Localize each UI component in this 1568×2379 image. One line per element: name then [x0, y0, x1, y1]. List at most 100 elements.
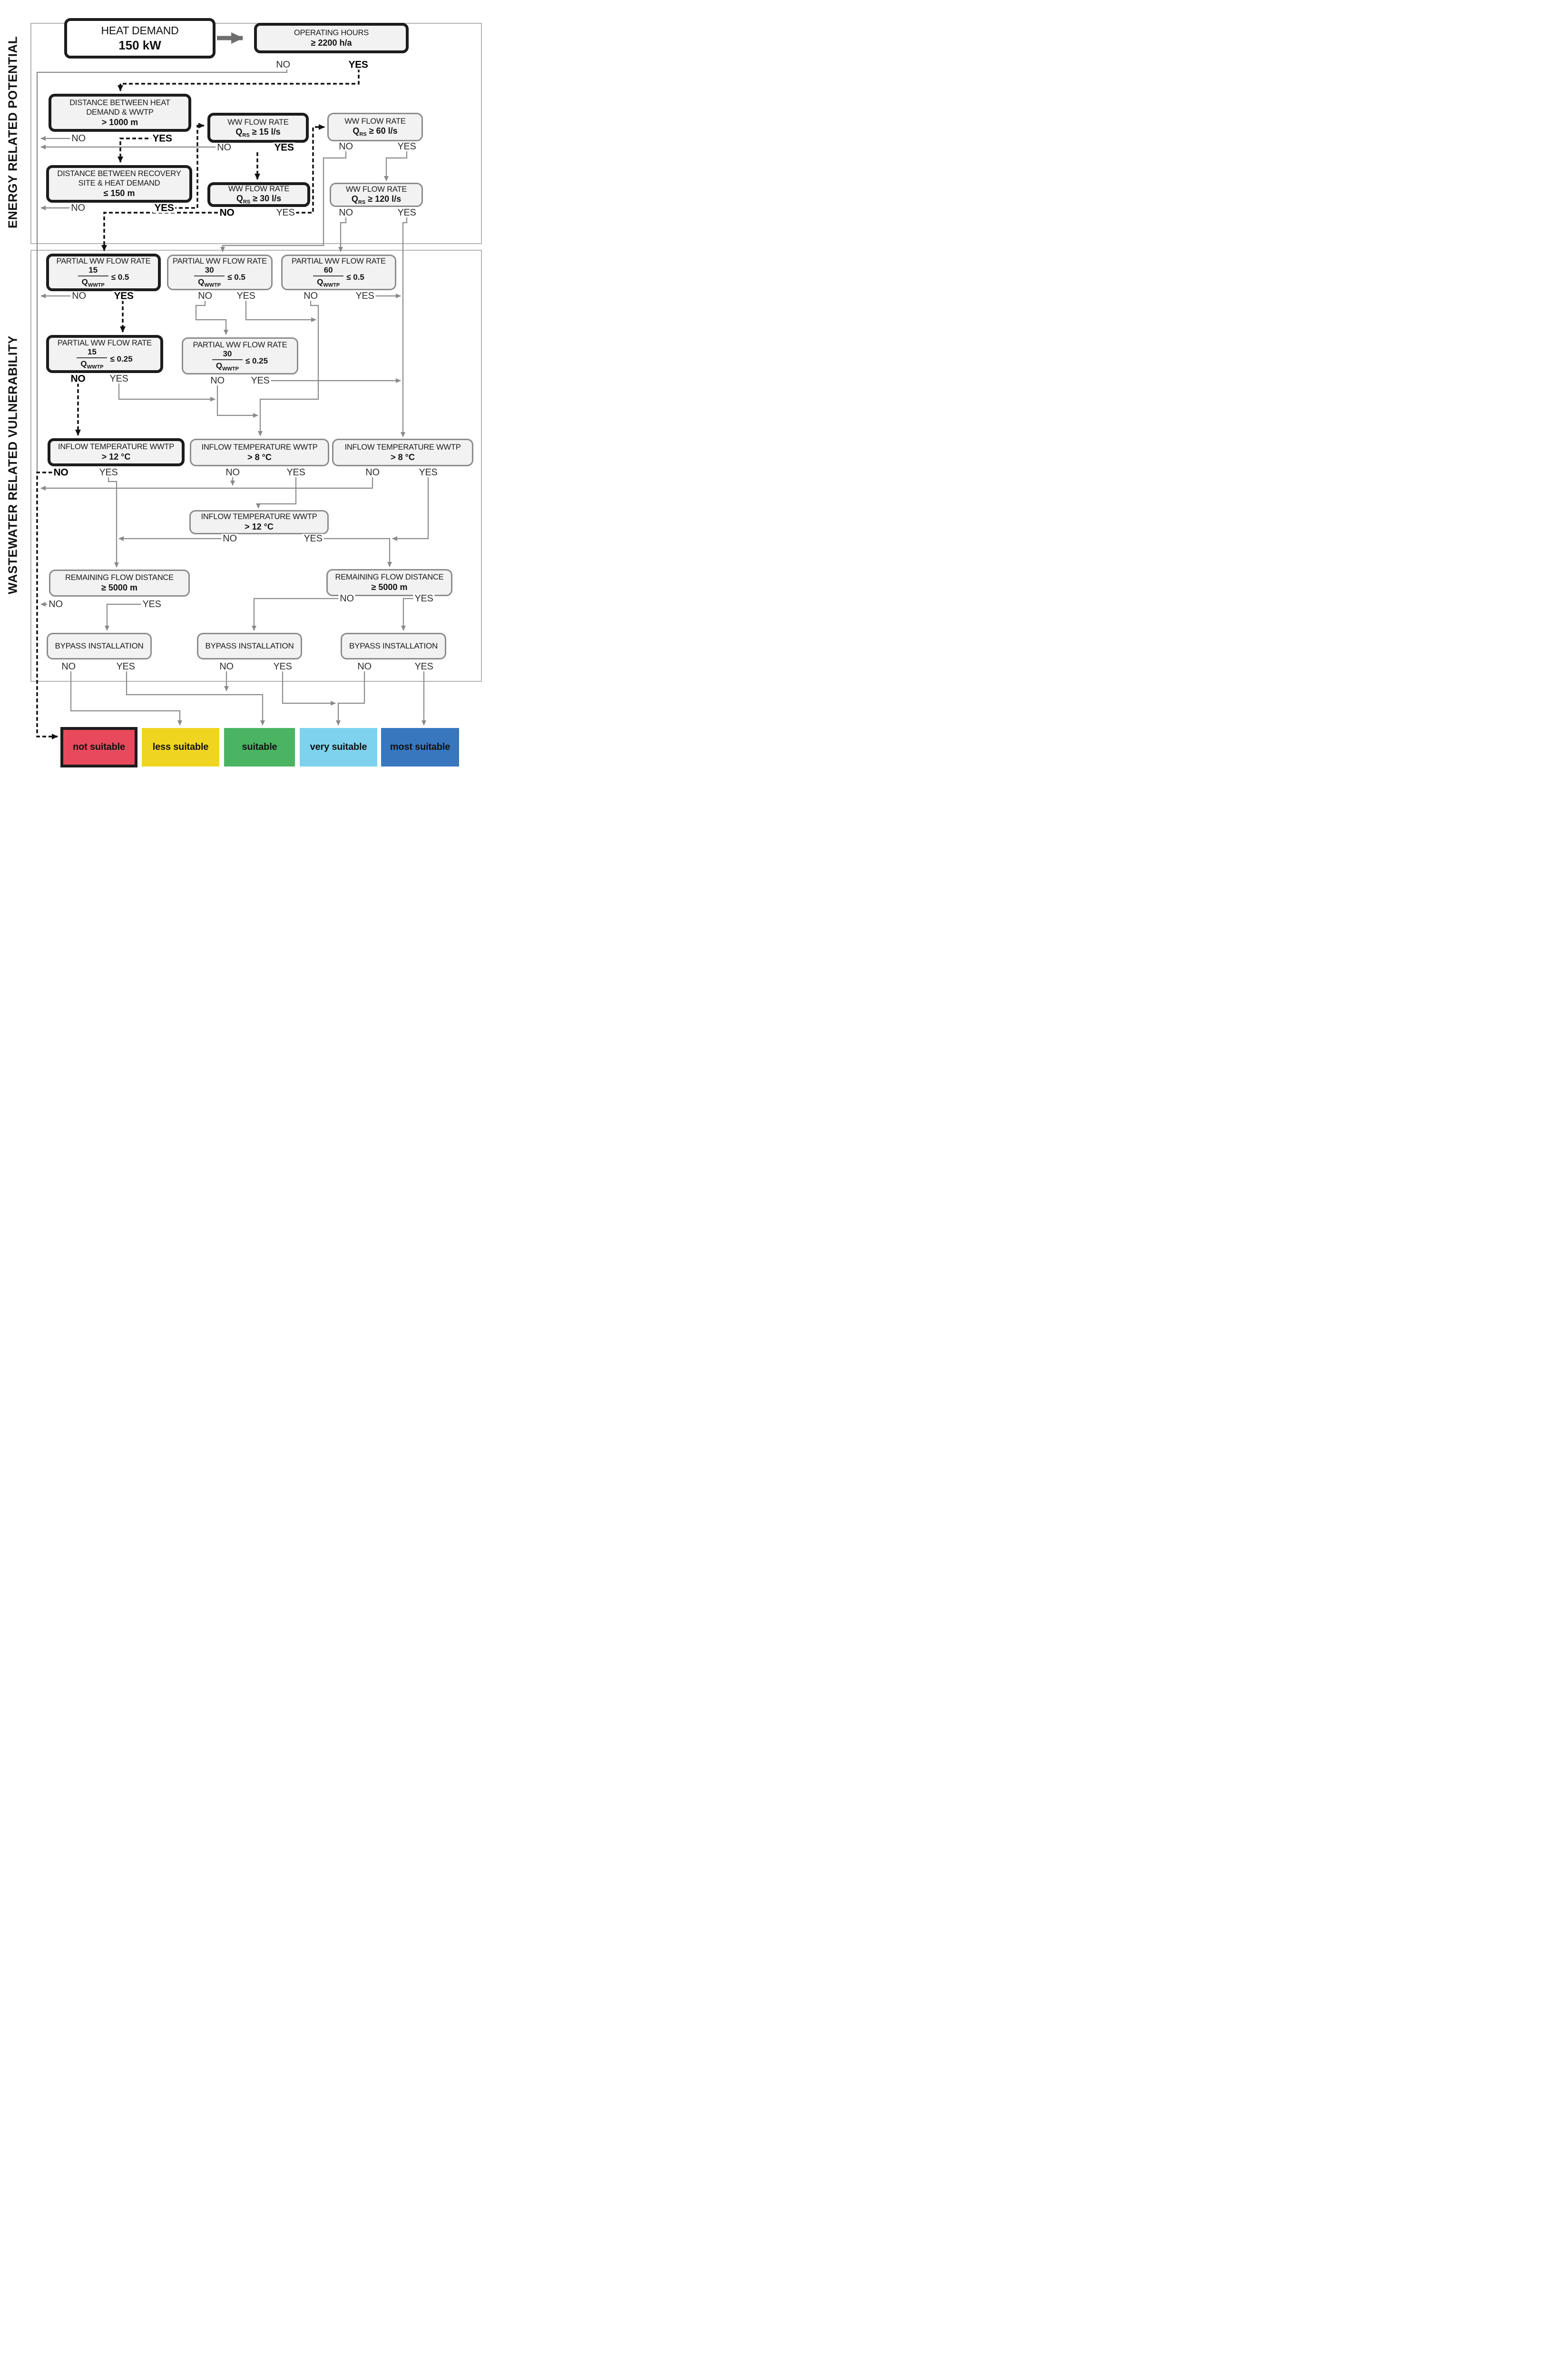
ww30-q: Q — [236, 194, 243, 204]
node-distance-recovery: DISTANCE BETWEEN RECOVERY SITE & HEAT DE… — [46, 165, 192, 203]
heat-demand-line2: 150 kW — [118, 38, 161, 52]
wire-ww60-yes — [384, 151, 408, 181]
bypass-mid-no-label: NO — [218, 662, 235, 671]
wire-pc-no — [258, 300, 319, 436]
ww30-sub: RS — [243, 199, 251, 205]
ww60-cond: ≥ 60 l/s — [369, 126, 398, 136]
ww120-yes-label: YES — [396, 208, 418, 217]
node-bypass-left: BYPASS INSTALLATION — [47, 633, 152, 659]
node-heat-demand: HEAT DEMAND 150 kW — [64, 18, 216, 59]
wire-bypr-no — [336, 670, 365, 726]
dist-no-label: NO — [70, 134, 87, 143]
partial30-05-sub: WWTP — [204, 282, 221, 288]
inflow8-right-no-label: NO — [364, 468, 381, 477]
heat-demand-line1: HEAT DEMAND — [101, 24, 179, 37]
wire-pb2-no — [216, 385, 258, 418]
inflow8-mid-no-label: NO — [224, 468, 241, 477]
node-inflow12-left: INFLOW TEMPERATURE WWTP > 12 °C — [48, 438, 185, 466]
wire-op-yes-dashed — [118, 69, 360, 91]
partial15-025-sub: WWTP — [87, 364, 104, 370]
inflow8-mid-title: INFLOW TEMPERATURE WWTP — [201, 442, 318, 452]
ww60-no-label: NO — [337, 142, 354, 151]
node-inflow8-mid: INFLOW TEMPERATURE WWTP > 8 °C — [190, 439, 329, 466]
recovery-no-label: NO — [69, 203, 87, 213]
partial60-05-num: 60 — [323, 265, 333, 275]
recovery-line1: DISTANCE BETWEEN RECOVERY — [57, 169, 181, 178]
bypass-right-yes-label: YES — [413, 662, 435, 671]
partial30-05-yes-label: YES — [235, 291, 257, 301]
wire-ww120-yes — [401, 216, 408, 437]
distance-hd-cond: > 1000 m — [101, 117, 138, 127]
node-ww-flow-30: WW FLOW RATE QRS ≥ 30 l/s — [207, 182, 310, 207]
recovery-cond: ≤ 150 m — [103, 188, 135, 198]
inflow12-mid-title: INFLOW TEMPERATURE WWTP — [201, 512, 317, 521]
operating-hours-cond: ≥ 2200 h/a — [311, 38, 352, 48]
partial15-025-cond: ≤ 0.25 — [110, 354, 133, 364]
outcome-very-suitable: very suitable — [300, 728, 377, 767]
outcome-very-suitable-label: very suitable — [310, 742, 367, 752]
partial30-025-num: 30 — [223, 349, 232, 358]
remaining-left-title: REMAINING FLOW DISTANCE — [65, 573, 174, 582]
node-ww-flow-120: WW FLOW RATE QRS ≥ 120 l/s — [330, 183, 423, 207]
wire-ww60-no — [220, 151, 347, 252]
outcome-suitable-label: suitable — [242, 742, 277, 752]
wire-bypm-yes — [282, 670, 336, 706]
ww15-sub: RS — [242, 132, 250, 138]
ww15-yes-label: YES — [273, 142, 295, 153]
wire-i12l-yes — [108, 476, 119, 568]
distance-hd-line2: DEMAND & WWTP — [86, 108, 154, 117]
wire-i12m-yes — [320, 538, 392, 567]
outcome-not-suitable: not suitable — [60, 727, 137, 767]
ww60-title: WW FLOW RATE — [344, 117, 406, 126]
ww120-cond: ≥ 120 l/s — [368, 194, 402, 204]
partial60-05-title: PARTIAL WW FLOW RATE — [292, 257, 386, 266]
operating-hours-title: OPERATING HOURS — [294, 28, 369, 37]
inflow12-mid-yes-label: YES — [302, 534, 324, 543]
node-bypass-right: BYPASS INSTALLATION — [341, 633, 446, 659]
dist-yes-label: YES — [151, 133, 174, 144]
remaining-left-cond: ≥ 5000 m — [101, 583, 137, 593]
node-distance-hd-wwtp: DISTANCE BETWEEN HEAT DEMAND & WWTP > 10… — [49, 94, 191, 132]
partial30-05-num: 30 — [205, 265, 214, 275]
remaining-left-no-label: NO — [47, 600, 64, 609]
wire-bypl-yes — [126, 670, 265, 726]
ww120-sub: RS — [358, 199, 366, 206]
inflow8-right-yes-label: YES — [417, 468, 439, 477]
ww60-sub: RS — [359, 131, 367, 138]
ww60-yes-label: YES — [396, 142, 418, 151]
ww15-title: WW FLOW RATE — [227, 118, 289, 127]
partial30-05-cond: ≤ 0.5 — [227, 273, 245, 282]
outcome-not-suitable-label: not suitable — [73, 742, 125, 752]
remaining-right-yes-label: YES — [413, 594, 435, 603]
node-ww-flow-60: WW FLOW RATE QRS ≥ 60 l/s — [327, 113, 423, 141]
bypass-mid-title: BYPASS INSTALLATION — [205, 641, 294, 650]
op-yes-label: YES — [347, 59, 370, 70]
partial15-025-q: Q — [80, 359, 87, 368]
outcome-most-suitable-label: most suitable — [390, 742, 451, 752]
ww30-no-label: NO — [218, 207, 236, 218]
outcome-most-suitable: most suitable — [381, 728, 459, 767]
inflow8-mid-yes-label: YES — [285, 468, 307, 477]
wire-ww30-yes-dashed — [295, 124, 325, 214]
ww30-title: WW FLOW RATE — [228, 185, 290, 194]
wire-ww30-no-dashed — [101, 212, 218, 251]
partial30-025-cond: ≤ 0.25 — [245, 356, 268, 365]
bypass-mid-yes-label: YES — [272, 662, 294, 671]
bypass-left-title: BYPASS INSTALLATION — [55, 641, 144, 650]
partial60-05-sub: WWTP — [323, 282, 340, 288]
partial30-025-q: Q — [216, 361, 223, 370]
wire-pb-no — [195, 300, 228, 335]
wire-reml-yes — [105, 603, 144, 631]
partial15-05-yes-label: YES — [112, 291, 135, 301]
outcome-suitable: suitable — [224, 728, 295, 767]
wire-recovery-yes-dashed — [173, 123, 205, 209]
partial30-05-no-label: NO — [196, 291, 214, 301]
distance-hd-line1: DISTANCE BETWEEN HEAT — [69, 98, 170, 107]
wire-i8r-yes — [392, 476, 429, 541]
node-remaining-right: REMAINING FLOW DISTANCE ≥ 5000 m — [326, 569, 452, 596]
wire-bypl-no — [70, 670, 182, 726]
partial15-05-no-label: NO — [70, 291, 88, 301]
